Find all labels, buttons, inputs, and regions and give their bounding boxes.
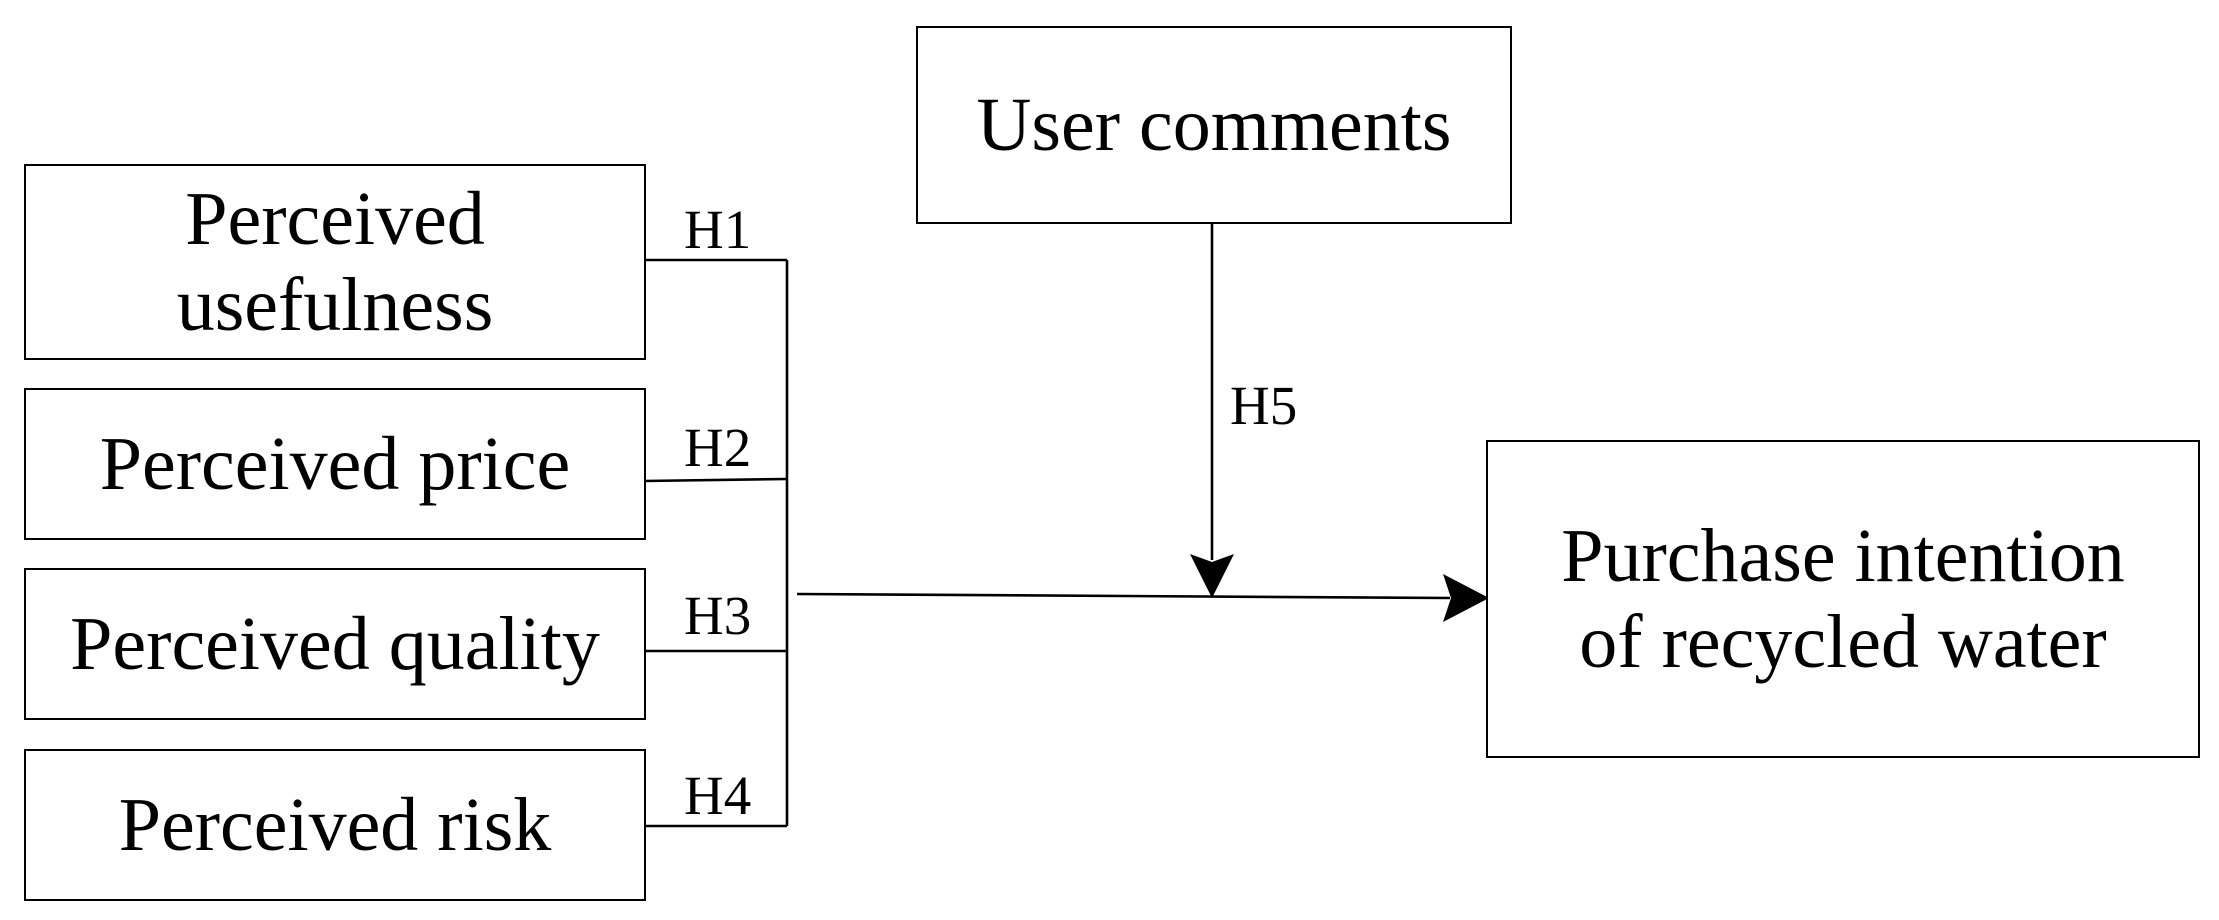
main-path-line bbox=[796, 592, 1451, 600]
hypothesis-h3-label: H3 bbox=[684, 585, 752, 646]
purchase-intention-label: Purchase intention of recycled water bbox=[1561, 514, 2125, 684]
hypothesis-h1-label: H1 bbox=[684, 199, 752, 260]
perceived-usefulness-label: Perceived usefulness bbox=[176, 177, 494, 347]
connector-h2 bbox=[643, 477, 788, 483]
purchase-intention-box: Purchase intention of recycled water bbox=[1486, 440, 2200, 758]
hypothesis-h5-label: H5 bbox=[1230, 375, 1298, 436]
perceived-risk-box: Perceived risk bbox=[24, 749, 646, 901]
perceived-quality-box: Perceived quality bbox=[24, 568, 646, 720]
perceived-price-box: Perceived price bbox=[24, 388, 646, 540]
main-arrowhead bbox=[1443, 574, 1489, 622]
user-comments-label: User comments bbox=[976, 83, 1452, 167]
perceived-usefulness-box: Perceived usefulness bbox=[24, 164, 646, 360]
hypothesis-h2-label: H2 bbox=[684, 417, 752, 478]
perceived-quality-label: Perceived quality bbox=[70, 602, 600, 686]
user-comments-box: User comments bbox=[916, 26, 1512, 224]
hypothesis-h4-label: H4 bbox=[684, 765, 752, 826]
perceived-price-label: Perceived price bbox=[99, 422, 571, 506]
moderator-arrowhead bbox=[1190, 554, 1234, 598]
perceived-risk-label: Perceived risk bbox=[118, 783, 552, 867]
